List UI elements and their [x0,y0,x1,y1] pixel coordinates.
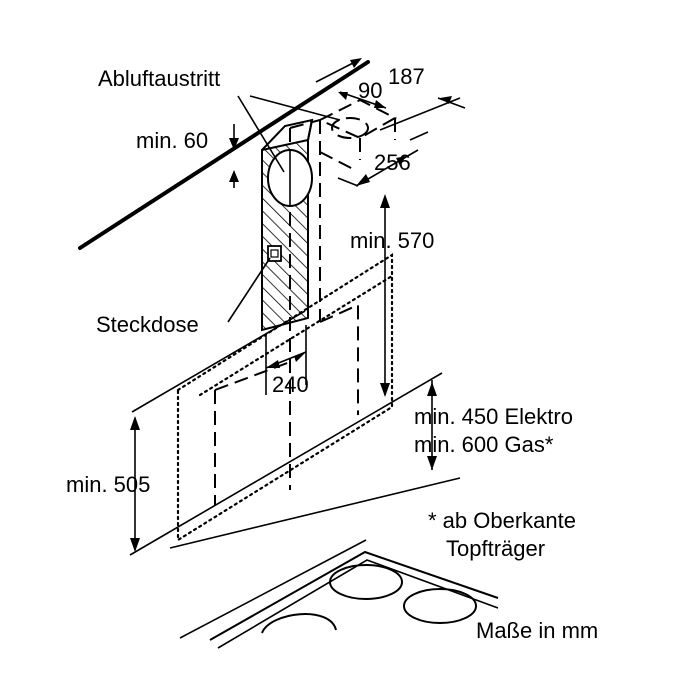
label-240: 240 [272,372,309,397]
hood-body [176,253,394,542]
label-min-60: min. 60 [136,128,208,153]
label-socket: Steckdose [96,312,199,337]
label-min-570: min. 570 [350,228,434,253]
label-187: 187 [388,64,425,89]
dimension-lines [130,58,466,552]
leader-lines [227,95,341,323]
label-min-450: min. 450 Elektro [414,404,573,429]
footnote-line-2: Topfträger [446,536,545,561]
socket-box [267,245,282,262]
units-note: Maße in mm [476,618,598,643]
hob-plane [129,310,461,556]
label-min-600: min. 600 Gas* [414,432,554,457]
ceiling-line [78,60,370,250]
footnote-line-1: * ab Oberkante [428,508,576,533]
label-256: 256 [374,150,411,175]
label-90: 90 [358,78,382,103]
cooktop [179,539,499,649]
label-min-505: min. 505 [66,472,150,497]
exhaust-outlet-circle [267,149,313,207]
label-exhaust-outlet: Abluftaustritt [98,66,220,91]
